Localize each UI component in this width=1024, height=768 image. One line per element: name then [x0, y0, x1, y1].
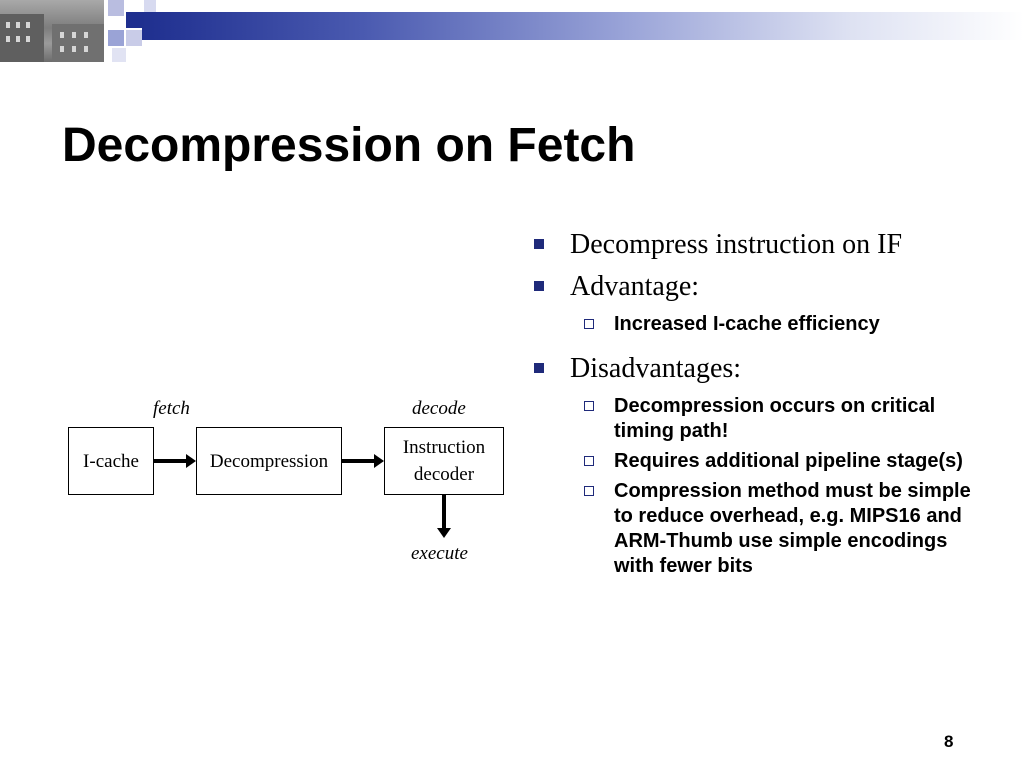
bullet-text: Disadvantages:: [570, 353, 742, 384]
decompression-box: Decompression: [196, 427, 342, 495]
execute-label: execute: [411, 543, 468, 564]
sub-bullet-text: Decompression occurs on critical timing …: [614, 395, 936, 442]
header-square: [144, 0, 156, 12]
arrowhead-right-icon: [374, 454, 384, 468]
header-gradient-bar: [142, 12, 1024, 40]
page-number: 8: [944, 732, 954, 751]
sub-bullet-item: Requires additional pipeline stage(s): [532, 449, 982, 474]
instruction-decoder-box: Instruction decoder: [384, 427, 504, 495]
bullet-text: Advantage:: [570, 271, 700, 302]
arrowhead-right-icon: [186, 454, 196, 468]
sub-bullet-text: Increased I-cache efficiency: [614, 313, 880, 335]
icache-label: I-cache: [83, 450, 139, 472]
header-square: [126, 30, 142, 46]
header-square: [112, 48, 126, 62]
bullet-item: Disadvantages:: [532, 352, 982, 386]
sub-bullet-item: Increased I-cache efficiency: [532, 312, 982, 337]
arrowhead-down-icon: [437, 528, 451, 538]
header-building-photo: [0, 0, 104, 62]
hollow-square-bullet-icon: [584, 401, 594, 411]
square-bullet-icon: [534, 239, 544, 249]
sub-bullet-text: Requires additional pipeline stage(s): [614, 450, 963, 472]
bullet-item: Advantage:: [532, 270, 982, 304]
sub-bullet-item: Decompression occurs on critical timing …: [532, 394, 982, 444]
header-square: [126, 12, 142, 28]
hollow-square-bullet-icon: [584, 456, 594, 466]
decode-label: decode: [412, 398, 466, 419]
decompression-label: Decompression: [209, 450, 329, 472]
bullet-item: Decompress instruction on IF: [532, 228, 982, 262]
bullet-text: Decompress instruction on IF: [570, 229, 903, 260]
decoder-label-line2: decoder: [413, 464, 475, 485]
slide-title: Decompression on Fetch: [62, 119, 636, 172]
sub-bullet-item: Compression method must be simple to red…: [532, 479, 982, 579]
hollow-square-bullet-icon: [584, 319, 594, 329]
fetch-label: fetch: [153, 398, 190, 419]
decoder-label-line1: Instruction: [402, 437, 486, 458]
icache-box: I-cache: [68, 427, 154, 495]
sub-bullet-text: Compression method must be simple to red…: [614, 480, 971, 577]
header-square: [108, 0, 124, 16]
bullet-list: Decompress instruction on IF Advantage: …: [532, 228, 982, 584]
square-bullet-icon: [534, 281, 544, 291]
hollow-square-bullet-icon: [584, 486, 594, 496]
header-square: [108, 30, 124, 46]
square-bullet-icon: [534, 363, 544, 373]
